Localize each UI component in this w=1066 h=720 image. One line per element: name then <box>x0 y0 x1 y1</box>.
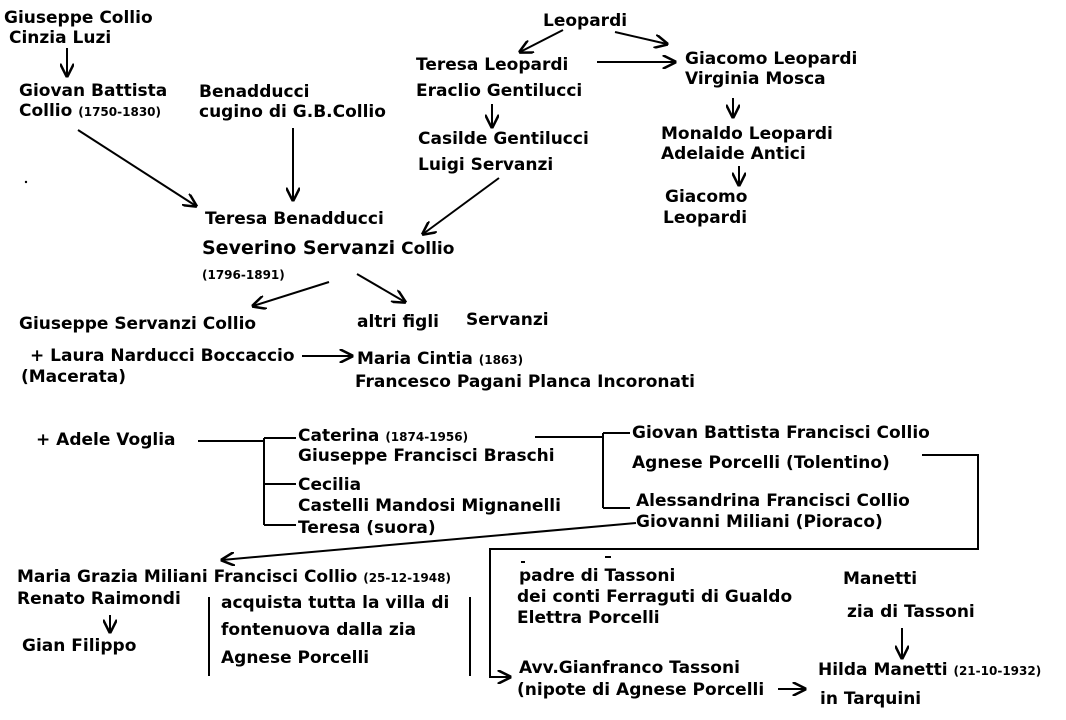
caterina-node: Caterina (1874-1956) <box>298 426 468 447</box>
monaldo-node: Monaldo Leopardi <box>661 124 833 144</box>
maria-cintia-name: Maria Cintia <box>357 349 473 369</box>
nipote-node: (nipote di Agnese Porcelli <box>517 680 765 700</box>
manetti-node: Manetti <box>843 569 918 589</box>
padre-tassoni-line-3: Elettra Porcelli <box>517 608 660 628</box>
giovanni-miliani-node: Giovanni Miliani (Pioraco) <box>636 512 883 532</box>
hilda-date: (21-10-1932) <box>953 664 1042 678</box>
avv-tassoni-node: Avv.Gianfranco Tassoni <box>519 658 740 678</box>
giuseppe-servanzi-node: Giuseppe Servanzi Collio <box>19 314 257 334</box>
eraclio-node: Eraclio Gentilucci <box>416 81 583 101</box>
hilda-node: Hilda Manetti (21-10-1932) <box>818 660 1041 681</box>
caterina-years: (1874-1956) <box>385 430 469 444</box>
adelaide-node: Adelaide Antici <box>661 144 806 164</box>
giacomo-leopardi-node: Giacomo Leopardi <box>685 49 858 69</box>
maria-grazia-date: (25-12-1948) <box>363 571 451 585</box>
castelli-node: Castelli Mandosi Mignanelli <box>298 496 561 516</box>
giacomo-leopardi-surname: Leopardi <box>663 208 748 228</box>
collio-years: (1750-1830) <box>78 105 161 119</box>
maria-grazia-name: Maria Grazia Miliani Francisci Collio <box>17 567 358 587</box>
acquista-line-3: Agnese Porcelli <box>221 648 370 668</box>
giacomo-node: Giacomo <box>665 187 748 207</box>
adele-voglia-node: + Adele Voglia <box>36 430 176 450</box>
acquista-line-2: fontenuova dalla zia <box>221 620 417 640</box>
teresa-suora-node: Teresa (suora) <box>298 518 436 538</box>
giuseppe-braschi-node: Giuseppe Francisci Braschi <box>298 446 555 466</box>
benadducci-node: Benadducci <box>199 82 310 102</box>
giuseppe-collio-node: Giuseppe Collio <box>4 8 153 28</box>
collio-name: Collio <box>19 101 73 121</box>
maria-grazia-node: Maria Grazia Miliani Francisci Collio (2… <box>17 567 451 588</box>
severino-years: (1796-1891) <box>202 268 285 282</box>
agnese-porcelli-node: Agnese Porcelli (Tolentino) <box>632 453 890 473</box>
maria-cintia-node: Maria Cintia (1863) <box>357 349 523 370</box>
gian-filippo-node: Gian Filippo <box>22 636 137 656</box>
padre-tassoni-line-2: dei conti Ferraguti di Gualdo <box>517 587 793 607</box>
casilde-node: Casilde Gentilucci <box>418 129 589 149</box>
severino-node: Severino Servanzi Collio <box>202 238 454 259</box>
giovan-battista-node: Giovan Battista <box>19 81 168 101</box>
caterina-name: Caterina <box>298 426 380 446</box>
cinzia-luzi-node: Cinzia Luzi <box>9 28 112 48</box>
hilda-name: Hilda Manetti <box>818 660 948 680</box>
leopardi-node: Leopardi <box>543 11 628 31</box>
severino-name: Severino Servanzi <box>202 237 396 259</box>
macerata-node: (Macerata) <box>21 367 126 387</box>
luigi-servanzi-node: Luigi Servanzi <box>418 155 554 175</box>
severino-collio: Collio <box>401 239 455 259</box>
alessandrina-node: Alessandrina Francisci Collio <box>636 491 910 511</box>
teresa-leopardi-node: Teresa Leopardi <box>416 55 569 75</box>
tarquini-node: in Tarquini <box>820 689 922 709</box>
cugino-node: cugino di G.B.Collio <box>199 102 386 122</box>
padre-tassoni-line-1: padre di Tassoni <box>519 566 676 586</box>
virginia-mosca-node: Virginia Mosca <box>685 69 826 89</box>
collio-node: Collio (1750-1830) <box>19 101 161 122</box>
cecilia-node: Cecilia <box>298 475 362 495</box>
acquista-line-1: acquista tutta la villa di <box>221 593 450 613</box>
laura-node: + Laura Narducci Boccaccio <box>30 346 295 366</box>
gb-francisci-node: Giovan Battista Francisci Collio <box>632 423 930 443</box>
servanzi-node: Servanzi <box>466 310 549 330</box>
altri-figli-node: altri figli <box>357 312 439 332</box>
francesco-pagani-node: Francesco Pagani Planca Incoronati <box>355 372 695 392</box>
zia-tassoni-node: zia di Tassoni <box>847 602 975 622</box>
maria-cintia-year: (1863) <box>478 353 524 367</box>
teresa-benadducci-node: Teresa Benadducci <box>205 209 384 229</box>
renato-node: Renato Raimondi <box>17 589 181 609</box>
